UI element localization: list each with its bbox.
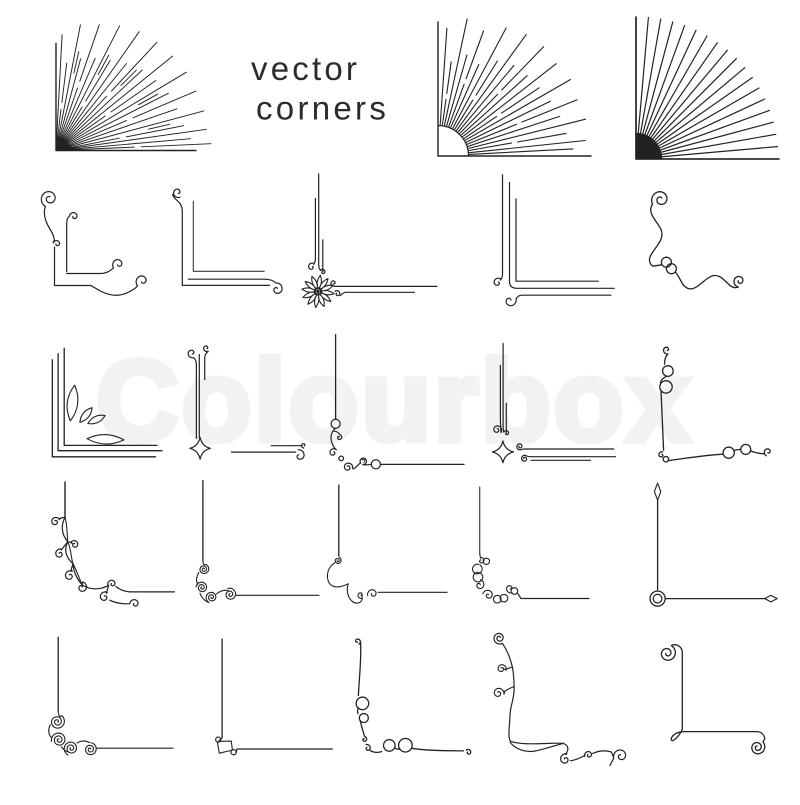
svg-text:vector: vector xyxy=(251,50,360,87)
svg-text:corners: corners xyxy=(256,90,389,127)
svg-text:Colourbox: Colourbox xyxy=(96,338,690,466)
